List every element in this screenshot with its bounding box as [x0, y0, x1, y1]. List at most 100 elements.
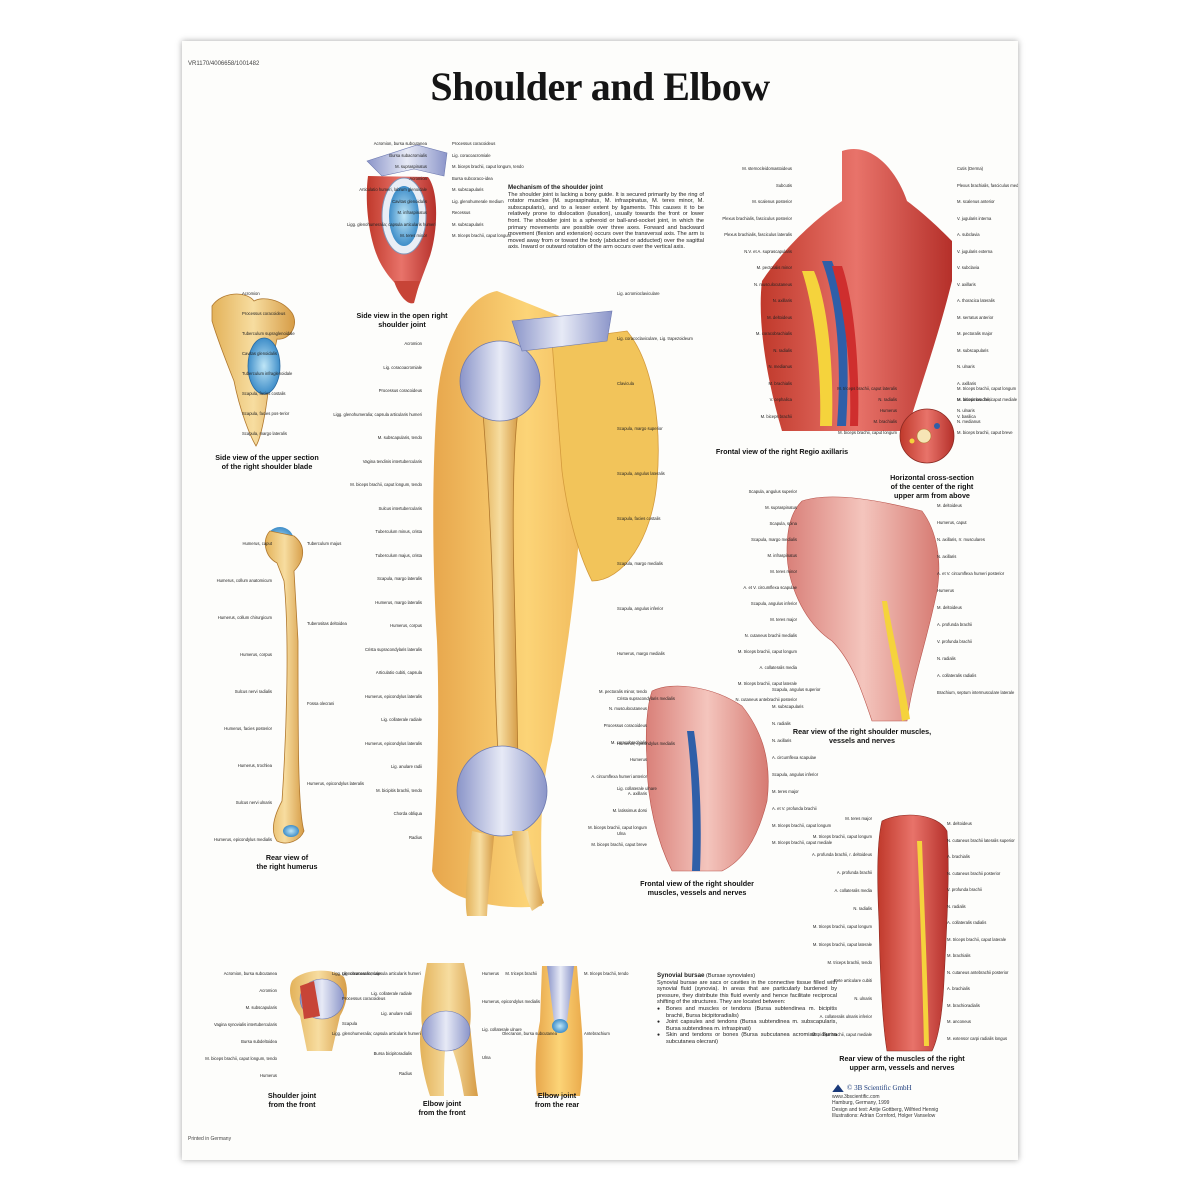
anatomy-label: Sulcus intertubercularis: [378, 505, 422, 511]
anatomy-label: Bursa bicipitoradialis: [373, 1051, 412, 1056]
anatomy-label: A. circumflexa scapulae: [772, 755, 817, 760]
anatomy-label: Ligg. glenohumeralia; capsula articulari…: [347, 221, 436, 227]
anatomy-label: Scapula, spina: [769, 521, 797, 526]
mechanism-heading: Mechanism of the shoulder joint: [508, 184, 603, 191]
shoulder-joint-front-illustration: [289, 970, 347, 1051]
anatomy-label: Vagina tendinis intertubercularis: [362, 458, 422, 464]
anatomy-label: Acromion, bursa subcutanea: [373, 141, 427, 146]
anatomy-label: M. triceps brachii, caput longum: [957, 386, 1017, 391]
anatomy-label: M. triceps brachii, caput longum: [812, 834, 872, 839]
anatomy-label: Lig. coracoacromiale: [342, 971, 381, 976]
anatomy-label: Plexus brachialis, fasciculus lateralis: [724, 232, 792, 237]
anatomy-label: Scapula, angulus inferior: [617, 606, 664, 611]
anatomy-label: M. triceps brachii, caput laterale: [947, 936, 1007, 942]
logo-icon: [832, 1084, 844, 1093]
anatomy-label: Plexus brachialis, fasciculus posterior: [722, 215, 792, 221]
anatomy-label: Bursa subacromialis: [389, 152, 427, 158]
anatomy-label: Humerus, corpus: [390, 623, 422, 628]
credit-line: www.3bscientific.com: [832, 1094, 880, 1100]
anatomy-label: Olecranon, bursa subcutanea: [502, 1031, 557, 1036]
anatomy-label: N. axillaris, rr. musculares: [937, 537, 985, 542]
anatomy-label: Humerus, epicondylus medialis: [214, 837, 272, 842]
anatomy-label: M. brachialis: [768, 380, 792, 386]
anatomy-label: Humerus, caput: [937, 520, 967, 525]
anatomy-label: M. biceps brachii, caput longum: [588, 825, 647, 830]
anatomy-label: Acromion: [409, 175, 427, 181]
bursae-bullets: Bones and muscles or tendons (Bursa subt…: [657, 1006, 837, 1046]
anatomy-label: N. radialis: [773, 347, 792, 353]
anatomy-label: M. deltoideus: [947, 821, 972, 826]
anatomy-label: M. triceps brachii, caput mediale: [772, 840, 833, 845]
anatomy-label: M. triceps brachii, caput longum: [772, 823, 832, 828]
anatomy-label: M. infraspinatus: [397, 210, 427, 215]
anatomy-label: Processus coracoideus: [342, 996, 386, 1001]
anatomy-label: M. brachialis: [947, 953, 971, 958]
anatomy-label: M. triceps brachii, caput longum: [812, 924, 872, 929]
caption-cross-section: Horizontal cross-section of the center o…: [890, 473, 974, 500]
anatomy-label: M. biceps brachii: [760, 413, 792, 419]
anatomy-label: M. deltoideus: [937, 605, 962, 610]
anatomy-label: M. biceps brachii, caput longum, tendo: [205, 1056, 277, 1061]
anatomy-label: Fossa olecrani: [307, 701, 335, 706]
anatomy-label: V. jugularis interna: [957, 215, 992, 221]
anatomy-label: M. latissimus dorsi: [957, 397, 992, 402]
elbow-joint-rear-illustration: [535, 966, 583, 1096]
anatomy-label: A. et V. circumflexa humeri posterior: [937, 571, 1005, 576]
rear-shoulder-muscles-illustration: [786, 496, 940, 722]
anatomy-label: M. subscapularis: [452, 221, 484, 227]
anatomy-label: Acromion: [404, 341, 422, 346]
anatomy-label: M. serratus anterior: [957, 314, 994, 320]
poster-title: Shoulder and Elbow: [430, 64, 770, 109]
rear-upper-arm-illustration: [877, 814, 949, 1052]
brand-text: © 3B Scientific GmbH: [847, 1084, 912, 1092]
humerus-illustration: [264, 527, 305, 844]
mechanism-body: The shoulder joint is lacking a bony gui…: [508, 191, 704, 251]
anatomy-poster: VR1170/4006658/1001482 Shoulder and Elbo…: [182, 41, 1018, 1160]
anatomy-label: Tuberculum majus, crista: [375, 552, 422, 558]
anatomy-label: A. collateralis media: [834, 888, 872, 893]
anatomy-label: M. deltoideus: [767, 314, 792, 320]
anatomy-label: N. axillaris: [772, 738, 792, 743]
anatomy-label: A. subclavia: [957, 232, 980, 237]
anatomy-label: A. collateralis radialis: [937, 673, 977, 678]
anatomy-label: M. triceps brachii, caput laterale: [737, 681, 797, 686]
anatomy-label: Tuberculum infraglenoidale: [242, 371, 293, 376]
anatomy-label: Lig. anulare radii: [381, 1011, 412, 1016]
anatomy-label: M. pectoralis minor, tendo: [599, 689, 647, 694]
anatomy-label: Processus coracoideus: [242, 311, 286, 316]
anatomy-label: Articulatio humeri, labrum glenoidale: [359, 187, 427, 192]
anatomy-label: M. scalenus posterior: [752, 199, 792, 204]
anatomy-label: Chorda obliqua: [393, 811, 422, 816]
anatomy-label: N. axillaris: [937, 554, 957, 559]
anatomy-label: M. teres major: [845, 816, 872, 821]
anatomy-label: A. thoracica lateralis: [957, 298, 995, 303]
caption-shoulder-front: Shoulder joint from the front: [267, 1091, 317, 1109]
anatomy-label: Articulatio cubiti, capsula: [375, 670, 422, 675]
anatomy-label: N. medianus: [957, 419, 981, 424]
main-arm-illustration: [432, 291, 659, 916]
anatomy-label: Lig. glenohumerale medium: [452, 198, 504, 204]
anatomy-label: Scapula, angulus superior: [772, 687, 821, 692]
anatomy-label: Humerus, margo medialis: [617, 651, 665, 656]
credit-line: Design and text: Antje Gottberg, Wilfrie…: [832, 1106, 939, 1113]
anatomy-label: M. teres minor: [770, 569, 797, 574]
anatomy-label: M. pectoralis minor: [756, 265, 792, 270]
anatomy-label: Sulcus nervi ulnaris: [235, 800, 272, 805]
anatomy-label: Scapula, angulus inferior: [750, 601, 797, 606]
anatomy-label: N. ulnaris: [957, 364, 975, 369]
anatomy-label: Scapula: [342, 1021, 358, 1026]
anatomy-label: Cavitas glenoidalis: [392, 198, 427, 204]
anatomy-label: Acromion, bursa subcutanea: [223, 971, 277, 976]
anatomy-label: M. subscapularis: [452, 187, 484, 192]
anatomy-label: Humerus, epicondylus medialis: [482, 999, 540, 1004]
anatomy-label: Sulcus nervi radialis: [234, 689, 272, 694]
credits: www.3bscientific.com Hamburg, Germany, 1…: [832, 1094, 938, 1120]
anatomy-label: Ligg. glenohumeralia; capsula articulari…: [332, 971, 421, 976]
anatomy-label: Humerus, epicondylus medialis: [617, 741, 675, 746]
anatomy-label: Processus coracoideus: [603, 723, 647, 728]
anatomy-label: Lig. collaterale radiale: [381, 717, 422, 722]
anatomy-label: Bursa subcoraco-idea: [452, 175, 493, 181]
anatomy-label: Scapula, angulus inferior: [772, 772, 819, 777]
anatomy-label: Ulna: [617, 831, 626, 836]
anatomy-label: Radius: [408, 834, 422, 840]
